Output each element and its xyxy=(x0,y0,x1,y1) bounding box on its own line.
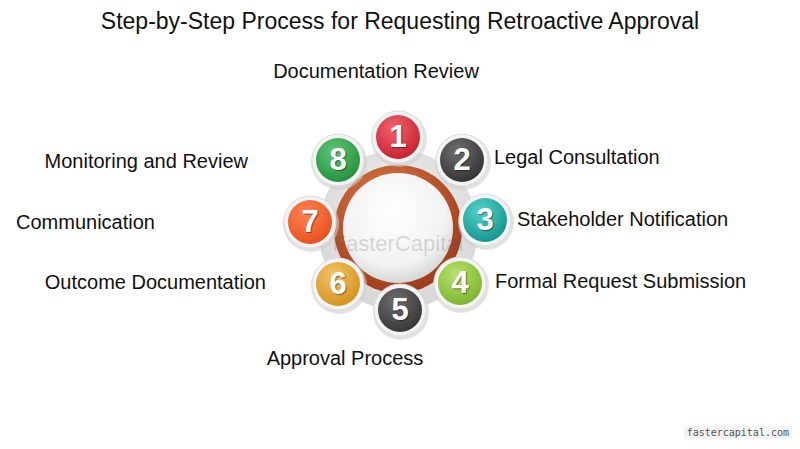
circle-shadow xyxy=(283,196,339,252)
circle-halo xyxy=(434,257,486,309)
step-label: Approval Process xyxy=(267,347,424,370)
watermark: FasterCapital xyxy=(333,231,464,257)
circle-shadow xyxy=(373,284,429,340)
diagram-title: Step-by-Step Process for Requesting Retr… xyxy=(0,8,800,35)
step-circle: 2Legal Consultation xyxy=(436,134,488,186)
step-number: 4 xyxy=(434,257,486,309)
step-number: 6 xyxy=(312,258,364,310)
step-circle: 3Stakeholder Notification xyxy=(459,194,511,246)
step-label: Communication xyxy=(16,211,155,234)
step-circle: 4Formal Request Submission xyxy=(434,257,486,309)
circle-shadow xyxy=(433,257,489,313)
circle-shadow xyxy=(458,194,514,250)
step-circle: 1Documentation Review xyxy=(372,111,424,163)
step-label: Outcome Documentation xyxy=(45,271,266,294)
step-number: 5 xyxy=(374,284,426,336)
circle-shadow xyxy=(435,134,491,190)
step-number: 2 xyxy=(436,134,488,186)
step-circle: 5Approval Process xyxy=(374,284,426,336)
step-label: Formal Request Submission xyxy=(495,270,746,293)
circle-halo xyxy=(284,196,336,248)
circle-halo xyxy=(459,194,511,246)
inner-disc xyxy=(343,173,453,283)
circle-shadow xyxy=(311,134,367,190)
circle-halo xyxy=(312,134,364,186)
circle-halo xyxy=(436,134,488,186)
step-number: 3 xyxy=(459,194,511,246)
circle-shadow xyxy=(371,111,427,167)
step-number: 7 xyxy=(284,196,336,248)
step-label: Legal Consultation xyxy=(494,146,660,169)
source-url: fastercapital.com xyxy=(684,426,792,439)
circle-shadow xyxy=(311,258,367,314)
circle-halo xyxy=(312,258,364,310)
step-number: 8 xyxy=(312,134,364,186)
step-circle: 7Communication xyxy=(284,196,336,248)
step-label: Stakeholder Notification xyxy=(517,208,728,231)
step-label: Monitoring and Review xyxy=(45,150,248,173)
step-circle: 6Outcome Documentation xyxy=(312,258,364,310)
circle-halo xyxy=(374,284,426,336)
step-label: Documentation Review xyxy=(273,60,479,83)
step-circle: 8Monitoring and Review xyxy=(312,134,364,186)
step-number: 1 xyxy=(372,111,424,163)
circle-halo xyxy=(372,111,424,163)
